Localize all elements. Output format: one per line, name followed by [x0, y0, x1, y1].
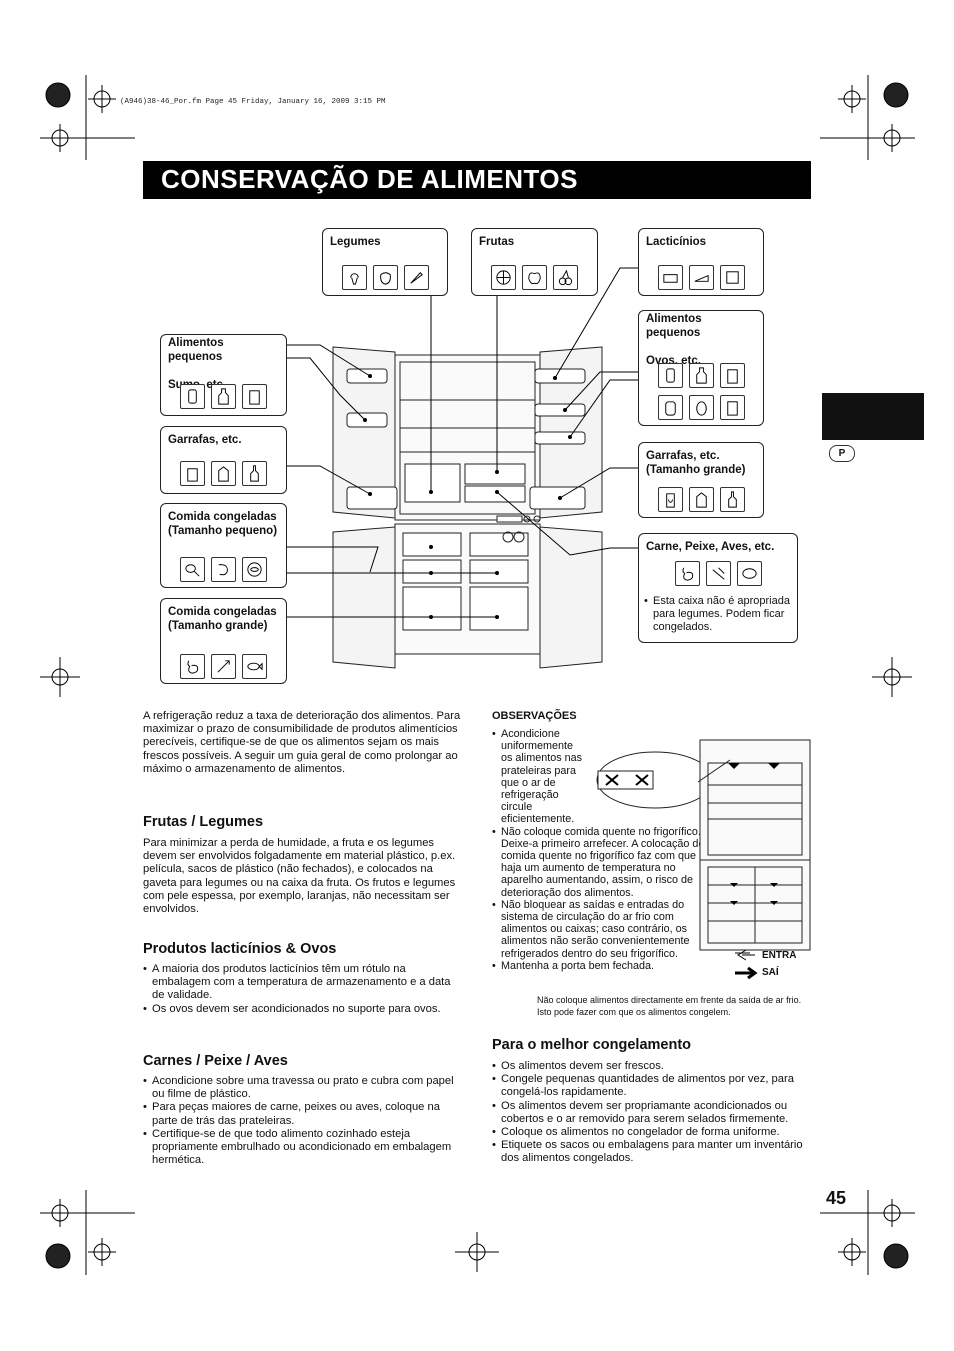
congelamento-list: Os alimentos devem ser frescos. Congele …	[492, 1060, 812, 1166]
pepper-icon	[372, 265, 398, 290]
carne-label: Carne, Peixe, Aves, etc.	[646, 541, 775, 553]
list-item: Congele pequenas quantidades de alimento…	[492, 1073, 812, 1099]
alimentos-pequenos-right-callout: Alimentos pequenos Ovos, etc.	[638, 310, 764, 426]
carne-callout: Carne, Peixe, Aves, etc. Esta caixa não …	[638, 533, 798, 643]
poultry-icon	[180, 654, 205, 679]
jug-icon	[657, 487, 683, 512]
fish-icon	[736, 561, 762, 586]
fish-icon	[242, 654, 267, 679]
fish-plate-icon	[242, 557, 267, 582]
shrimp-icon	[211, 557, 236, 582]
apple-icon	[522, 265, 547, 290]
frutas-callout: Frutas	[471, 228, 598, 296]
file-header: (A946)38-46_Por.fm Page 45 Friday, Janua…	[120, 98, 386, 106]
egg-icon	[688, 395, 714, 420]
list-item: A maioria dos produtos lacticínios têm u…	[143, 963, 465, 1003]
list-item: Coloque os alimentos no congelador de fo…	[492, 1126, 812, 1139]
congeladas-grande-label: Comida congeladas (Tamanho grande)	[168, 606, 277, 632]
wine-bottle-icon	[719, 487, 745, 512]
frutas-legumes-heading: Frutas / Legumes	[143, 814, 264, 830]
refrigerator-diagram	[287, 267, 638, 669]
intro-text: A refrigeração reduz a taxa de deteriora…	[143, 710, 461, 775]
list-item: Acondicione sobre uma travessa ou prato …	[143, 1075, 465, 1101]
lacticinios-callout: Lacticínios	[638, 228, 764, 296]
garrafas-right-label: Garrafas, etc. (Tamanho grande)	[646, 450, 746, 476]
sai-label: SAÍ	[762, 967, 779, 978]
lobster-icon	[211, 654, 236, 679]
carne-note-text: Esta caixa não é apropriada para legumes…	[644, 595, 794, 634]
frutas-legumes-text: Para minimizar a perda de humidade, a fr…	[143, 837, 456, 916]
page-number: 45	[826, 1188, 847, 1208]
list-item: Não coloque comida quente no frigorífico…	[492, 826, 717, 899]
garrafas-right-callout: Garrafas, etc. (Tamanho grande)	[638, 442, 764, 518]
broccoli-icon	[341, 265, 367, 290]
frutas-label: Frutas	[479, 236, 515, 248]
list-item: Certifique-se de que todo alimento cozin…	[143, 1128, 465, 1168]
congeladas-pequeno-callout: Comida congeladas (Tamanho pequeno)	[160, 503, 287, 588]
can-icon	[657, 363, 683, 388]
alimentos-right-label: Alimentos pequenos Ovos, etc.	[646, 313, 702, 367]
jar-icon	[657, 395, 683, 420]
lacticinios-label: Lacticínios	[646, 236, 707, 248]
legumes-label: Legumes	[330, 236, 381, 248]
list-item: Os alimentos devem ser propriamante acon…	[492, 1100, 812, 1126]
observacoes-list: Acondicione uniformemente os alimentos n…	[492, 728, 717, 972]
bottle-icon	[211, 384, 236, 409]
alimentos-pequenos-left-callout: Alimentos pequenos Sumo, etc.	[160, 334, 287, 416]
garrafas-left-label: Garrafas, etc.	[168, 434, 242, 446]
legumes-callout: Legumes	[322, 228, 448, 296]
congelamento-heading: Para o melhor congelamento	[492, 1037, 692, 1053]
list-item: Os alimentos devem ser frescos.	[492, 1060, 812, 1073]
list-item: Etiquete os sacos ou embalagens para man…	[492, 1139, 812, 1165]
garrafas-left-callout: Garrafas, etc.	[160, 426, 287, 494]
congeladas-grande-callout: Comida congeladas (Tamanho grande)	[160, 598, 287, 684]
list-item: Os ovos devem ser acondicionados no supo…	[143, 1003, 465, 1016]
title-bar: CONSERVAÇÃO DE ALIMENTOS	[143, 161, 811, 199]
meat-icon	[705, 561, 731, 586]
carton-icon	[719, 395, 745, 420]
carrot-icon	[403, 265, 429, 290]
entra-label: ENTRA	[762, 950, 797, 961]
jug-icon	[180, 461, 205, 486]
margarine-icon	[719, 265, 745, 290]
can-icon	[180, 384, 205, 409]
wine-bottle-icon	[242, 461, 267, 486]
airflow-diagram	[596, 739, 811, 980]
lacticinios-ovos-heading: Produtos lacticínios & Ovos	[143, 941, 337, 957]
carton-icon	[242, 384, 267, 409]
bottle-icon	[688, 363, 714, 388]
airflow-caption: Não coloque alimentos directamente em fr…	[537, 995, 802, 1017]
page-title: CONSERVAÇÃO DE ALIMENTOS	[161, 164, 578, 194]
carnes-heading: Carnes / Peixe / Aves	[143, 1053, 288, 1069]
butter-icon	[657, 265, 683, 290]
observacoes-heading: OBSERVAÇÕES	[492, 710, 577, 722]
list-item: Mantenha a porta bem fechada.	[492, 960, 717, 972]
list-item: Não bloquear as saídas e entradas do sis…	[492, 899, 717, 960]
carnes-list: Acondicione sobre uma travessa ou prato …	[143, 1075, 465, 1167]
cheese-icon	[688, 265, 714, 290]
lacticinios-ovos-list: A maioria dos produtos lacticínios têm u…	[143, 963, 465, 1016]
poultry-icon	[674, 561, 700, 586]
list-item: Acondicione uniformemente os alimentos n…	[492, 728, 717, 826]
list-item: Para peças maiores de carne, peixes ou a…	[143, 1101, 465, 1127]
language-badge: P	[829, 445, 855, 462]
chicken-leg-icon	[180, 557, 205, 582]
milk-carton-icon	[688, 487, 714, 512]
section-tab	[822, 393, 924, 440]
orange-slice-icon	[491, 265, 516, 290]
carton-icon	[719, 363, 745, 388]
milk-carton-icon	[211, 461, 236, 486]
carne-note: Esta caixa não é apropriada para legumes…	[644, 595, 794, 634]
congeladas-pequeno-label: Comida congeladas (Tamanho pequeno)	[168, 511, 278, 537]
cherry-icon	[553, 265, 578, 290]
